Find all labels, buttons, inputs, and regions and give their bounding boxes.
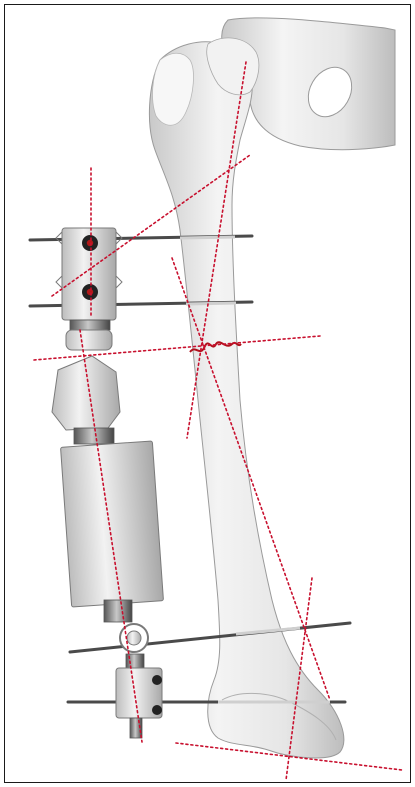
pelvis [221, 17, 396, 151]
femur [148, 37, 345, 759]
fixator-body [60, 440, 164, 608]
upper-joint [51, 355, 121, 431]
distal-clamp [115, 653, 163, 739]
reference-lines [33, 61, 403, 781]
proximal-oblique-line [51, 154, 251, 297]
pin-distal-1 [68, 621, 352, 654]
external-fixator [51, 227, 164, 739]
knee-joint-line [175, 742, 403, 771]
clamp-screw-3 [152, 675, 162, 685]
proximal-clamp [55, 227, 123, 351]
greater-trochanter [152, 52, 194, 126]
proximal-femur-axis [186, 61, 247, 439]
obturator-foramen [307, 66, 353, 118]
femoral-head [206, 37, 260, 96]
distal-vertical-line [285, 577, 313, 781]
pins [28, 234, 352, 704]
fixator-long-axis [79, 329, 143, 743]
clamp-screw-4 [152, 705, 162, 715]
distal-femur-axis [171, 257, 331, 701]
